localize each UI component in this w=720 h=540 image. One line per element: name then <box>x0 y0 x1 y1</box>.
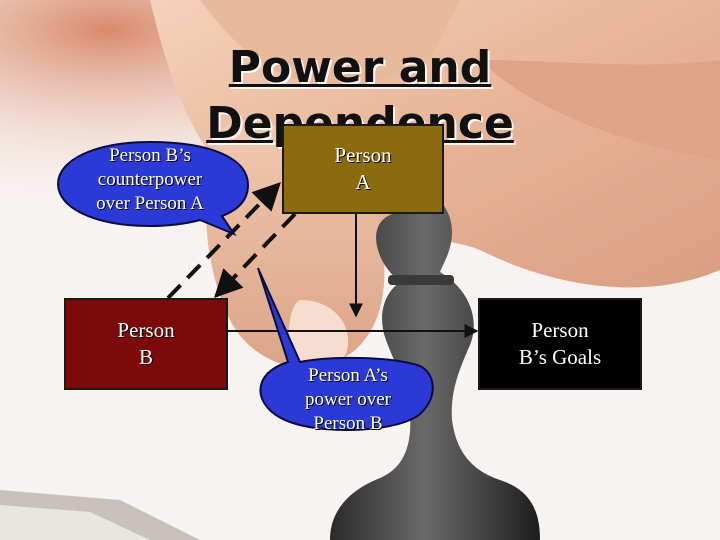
node-person-b-line-2: B <box>138 345 153 369</box>
callout-power-line-1: Person A’s <box>308 365 388 386</box>
node-person-a-line-1: Person <box>334 143 392 167</box>
callout-power-line-2: power over <box>305 389 391 410</box>
node-person-b-goals: Person B’s Goals <box>478 298 642 390</box>
callout-counterpower-text: Person B’s counterpower over Person A <box>70 144 230 216</box>
node-person-b: Person B <box>64 298 228 390</box>
callout-power-bubble <box>257 267 434 431</box>
callout-power-text: Person A’s power over Person B <box>264 364 432 436</box>
node-person-b-line-1: Person <box>117 318 175 342</box>
node-goals-line-2: B’s Goals <box>518 345 602 369</box>
callout-counterpower-line-2: counterpower <box>97 169 203 190</box>
callout-power-line-3: Person B <box>313 413 383 434</box>
callout-counterpower-line-1: Person B’s <box>109 145 191 166</box>
node-goals-line-1: Person <box>531 318 589 342</box>
node-person-a: Person A <box>282 124 444 214</box>
callout-counterpower-bubble <box>56 140 250 237</box>
node-person-a-line-2: A <box>355 170 371 194</box>
dashed-arrow-power <box>214 212 297 299</box>
callout-counterpower-line-3: over Person A <box>96 193 204 214</box>
title-line-1: Power and <box>228 42 492 93</box>
